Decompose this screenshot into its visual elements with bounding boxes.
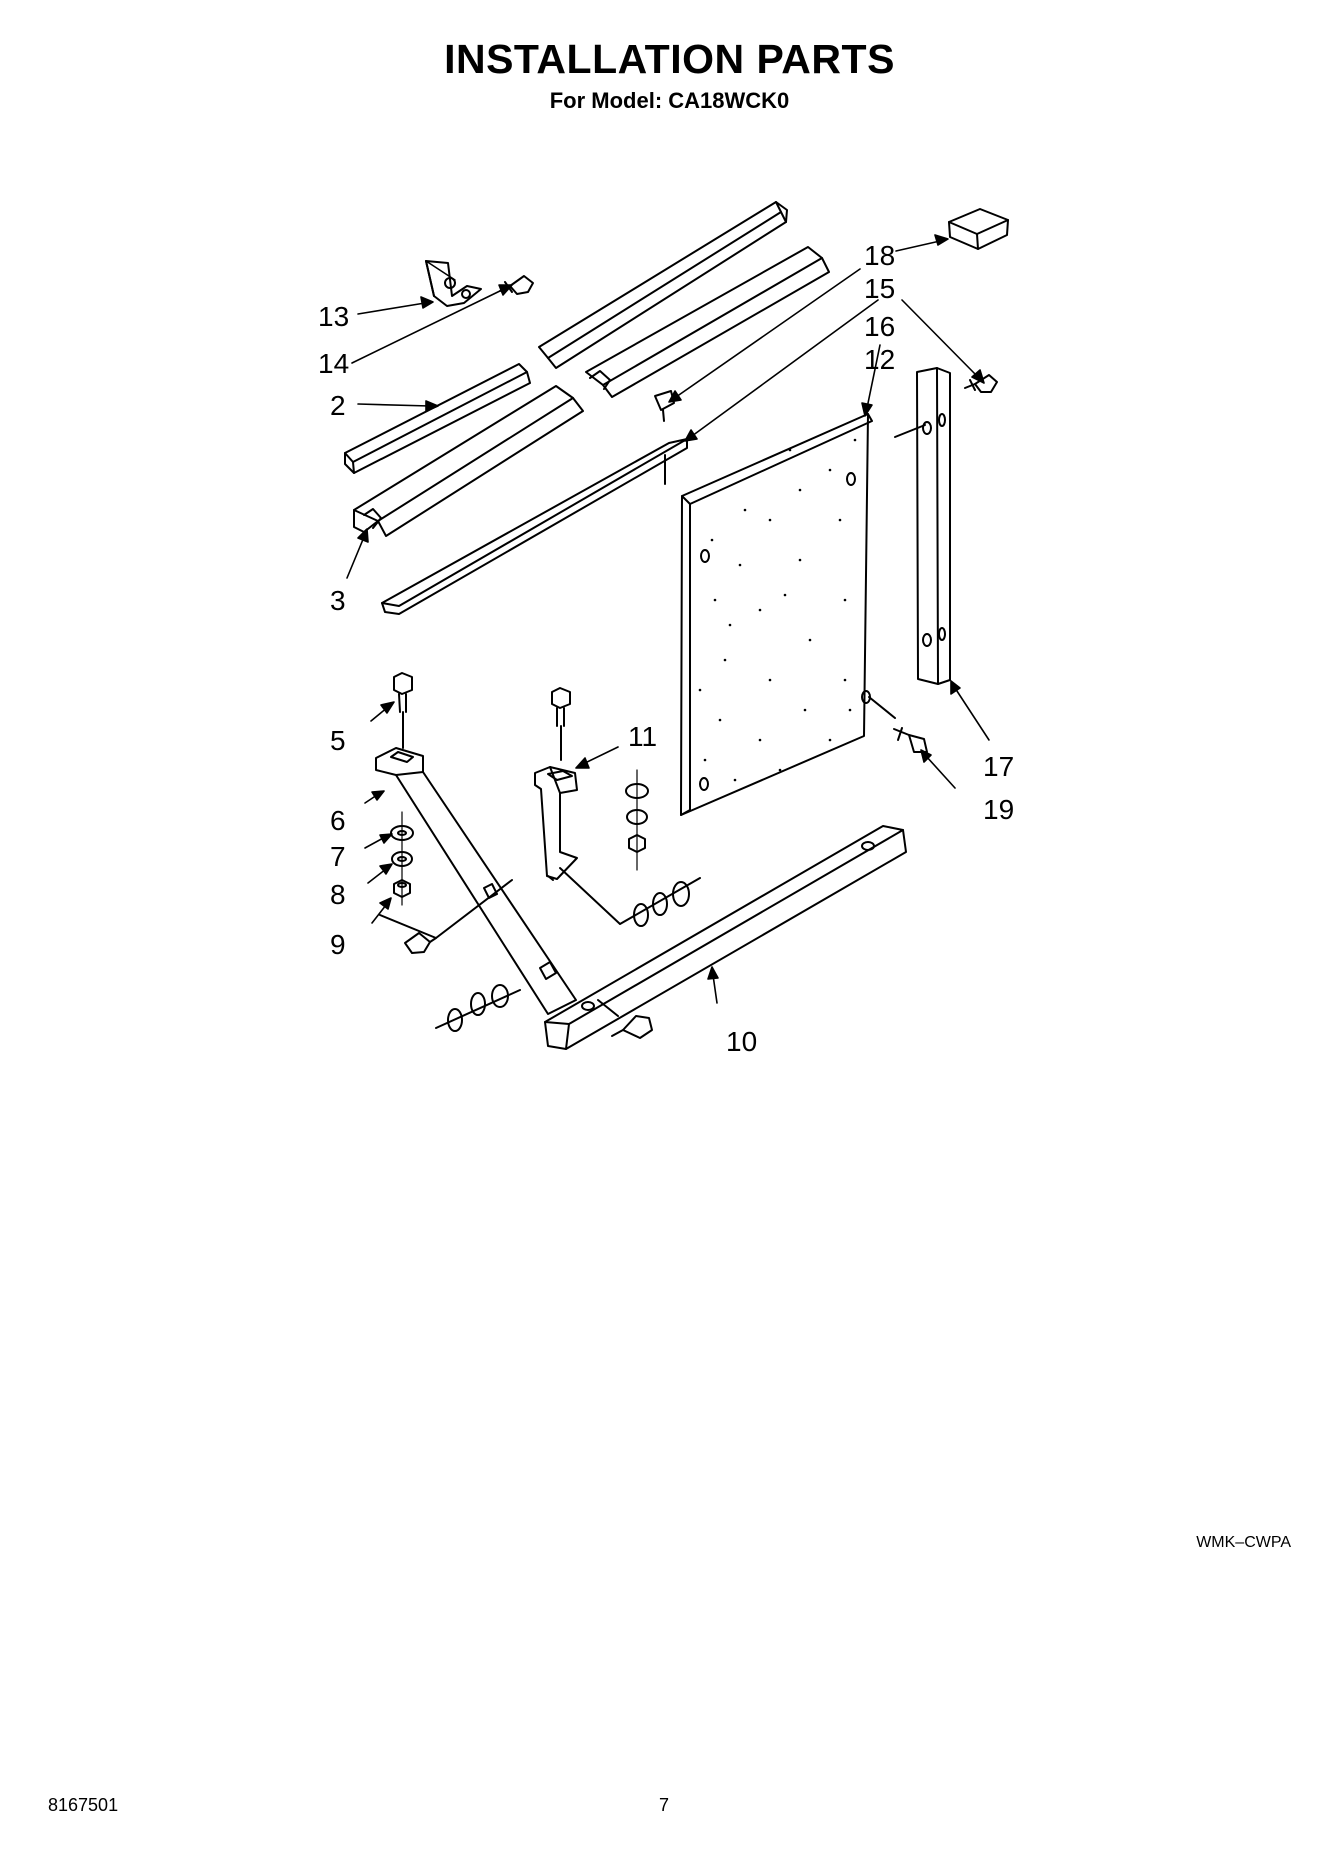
callout-labels: 13 14 2 3 5 6 7 8 9 10 11 12 15 16 17 18…	[318, 240, 1014, 1057]
callout-14: 14	[318, 348, 349, 379]
callout-5: 5	[330, 725, 346, 756]
diagram-code: WMK–CWPA	[1196, 1534, 1291, 1551]
callout-19: 19	[983, 794, 1014, 825]
callout-15: 15	[864, 273, 895, 304]
document-number: 8167501	[48, 1795, 119, 1815]
callout-12: 12	[864, 344, 895, 375]
callout-3: 3	[330, 585, 346, 616]
top-rail-front-part	[344, 363, 531, 474]
top-rail-back-part	[538, 201, 788, 369]
callout-9: 9	[330, 929, 346, 960]
callout-13: 13	[318, 301, 349, 332]
support-arm-part	[375, 747, 577, 1015]
leader-lines	[346, 234, 990, 1004]
callout-8: 8	[330, 879, 346, 910]
block-part	[948, 208, 1009, 250]
callout-2: 2	[330, 390, 346, 421]
angle-bracket-part	[425, 260, 482, 307]
page-title: INSTALLATION PARTS	[444, 36, 895, 82]
bolt-side-part	[379, 879, 513, 954]
callout-6: 6	[330, 805, 346, 836]
channel-rail-back-part	[585, 246, 830, 398]
lower-left-fasteners	[435, 984, 521, 1032]
callout-11: 11	[628, 721, 657, 752]
model-subtitle: For Model: CA18WCK0	[549, 88, 790, 113]
screw-15-right-part	[964, 374, 998, 393]
channel-rail-front-part	[353, 385, 584, 537]
callout-16: 16	[864, 311, 895, 342]
page-number: 7	[659, 1795, 670, 1815]
screw-15-part	[654, 390, 675, 422]
screw-10-part	[611, 1015, 653, 1039]
callout-18: 18	[864, 240, 895, 271]
bolt-5-part	[393, 672, 413, 749]
bottom-rail-part	[544, 825, 907, 1050]
callout-17: 17	[983, 751, 1014, 782]
bolt-11-part	[551, 687, 571, 761]
bracket-11-part	[534, 766, 578, 881]
right-horizontal-fasteners	[559, 867, 701, 927]
callout-10: 10	[726, 1026, 757, 1057]
screw-19-part	[868, 696, 928, 753]
right-vertical-fasteners	[625, 769, 649, 871]
callout-7: 7	[330, 841, 346, 872]
insulation-panel-part	[680, 413, 873, 816]
vertical-channel-part	[894, 367, 951, 685]
